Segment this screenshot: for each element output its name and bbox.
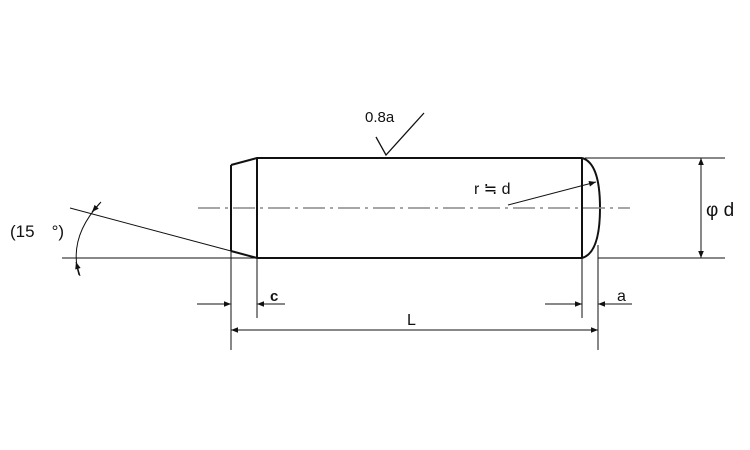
- dimension-lines: [75, 112, 704, 333]
- chamfer-label: c: [270, 288, 278, 305]
- angle-arc: [75, 202, 101, 276]
- diameter-label: φ d: [706, 200, 734, 221]
- radius-label: r ≒ d: [474, 181, 511, 198]
- angle-label: (15 °): [10, 222, 64, 241]
- end-length-label: a: [617, 288, 626, 305]
- extension-lines: [62, 157, 725, 350]
- roughness-symbol: [375, 112, 425, 157]
- roughness-label: 0.8a: [365, 109, 395, 126]
- r-leader: [507, 181, 597, 206]
- length-label: L: [407, 312, 416, 329]
